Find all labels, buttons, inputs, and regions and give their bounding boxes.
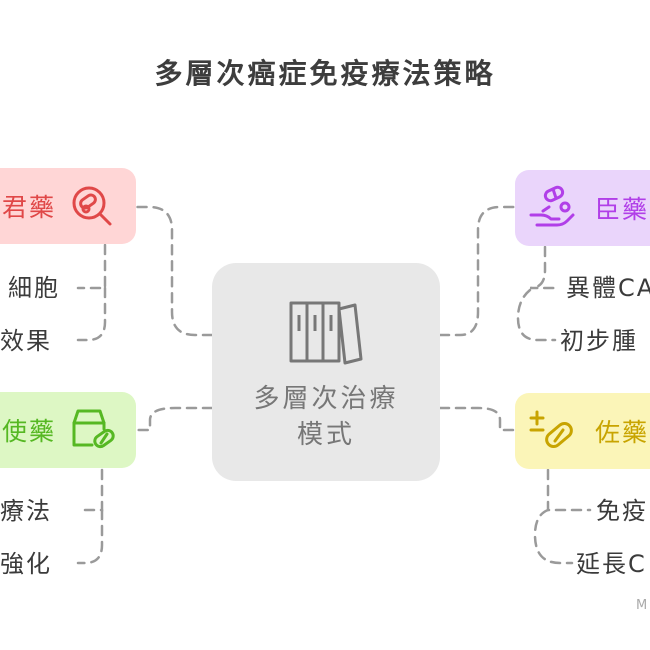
leaf-green-2: 強化 xyxy=(0,550,52,578)
book-stack-icon xyxy=(289,301,363,365)
leaf-yellow-2: 延長C xyxy=(576,550,647,578)
node-jun-yao-label: 君藥 xyxy=(2,193,57,222)
leaf-red-2: 效果 xyxy=(0,327,52,355)
connector-center-purple xyxy=(438,205,517,337)
node-zuo-yao: 佐藥 xyxy=(515,393,650,469)
node-shi-yao: 使藥 xyxy=(0,392,136,468)
node-chen-yao: 臣藥 xyxy=(515,170,650,246)
plus-minus-pill-icon xyxy=(529,410,573,448)
connector-yellow-leaf-2 xyxy=(533,508,574,565)
diagram-title: 多層次癌症免疫療法策略 xyxy=(154,57,496,90)
leaf-purple-2: 初步腫 xyxy=(560,327,638,355)
leaf-yellow-1: 免疫 xyxy=(596,497,648,525)
central-label-line-1: 多層次治療 xyxy=(253,384,399,414)
pill-search-icon xyxy=(72,186,112,226)
connector-purple-leaf-2 xyxy=(516,288,557,342)
leaf-green-1: 療法 xyxy=(0,497,52,525)
leaf-red-1: 細胞 xyxy=(8,274,60,302)
connector-center-yellow xyxy=(438,406,517,432)
node-shi-yao-label: 使藥 xyxy=(2,417,57,446)
leaf-purple-1: 異體CA xyxy=(566,274,650,302)
watermark: M xyxy=(636,598,648,613)
connector-yellow-leaf-1 xyxy=(546,468,592,512)
connector-red-leaf-2 xyxy=(76,286,107,342)
central-node: 多層次治療 模式 xyxy=(212,263,440,481)
node-chen-yao-label: 臣藥 xyxy=(595,195,650,224)
connector-green-leaf-2 xyxy=(76,508,104,565)
central-node-label: 多層次治療 模式 xyxy=(212,381,440,453)
connector-center-red xyxy=(134,205,214,337)
connector-green-leaf-1 xyxy=(76,468,104,512)
node-jun-yao: 君藥 xyxy=(0,168,136,244)
hand-pills-icon xyxy=(529,185,575,227)
connector-center-green xyxy=(134,406,214,432)
central-label-line-2: 模式 xyxy=(296,420,355,450)
medicine-box-pill-icon xyxy=(72,409,115,449)
connector-red-leaf-1 xyxy=(76,243,107,290)
node-zuo-yao-label: 佐藥 xyxy=(595,418,650,447)
connector-purple-leaf-1 xyxy=(529,245,562,290)
